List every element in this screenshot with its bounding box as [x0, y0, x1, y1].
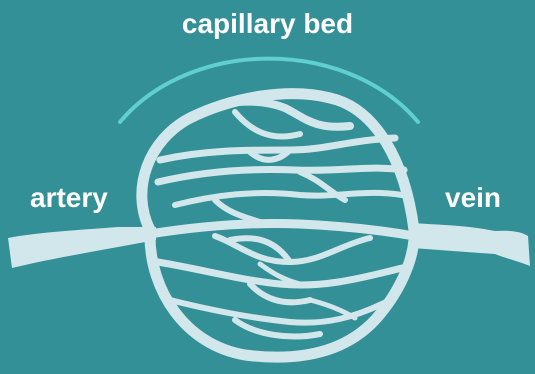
vein-vessel	[412, 223, 530, 266]
artery-label: artery	[30, 184, 108, 212]
capillary-upper-loop-4	[158, 168, 404, 182]
capillary-lower-loop-7	[310, 300, 355, 318]
artery-vessel	[8, 227, 156, 268]
vein-label: vein	[445, 184, 501, 212]
capillary-lower-loop-3	[158, 262, 402, 285]
capillary-upper-loop-1	[200, 102, 350, 127]
capillary-upper-loop-6	[175, 193, 408, 205]
diagram-title: capillary bed	[0, 10, 535, 38]
capillary-central-trunk	[150, 223, 414, 236]
capillary-outer-top	[142, 94, 414, 230]
capillary-network	[142, 94, 414, 357]
capillary-upper-loop-3	[235, 112, 300, 137]
